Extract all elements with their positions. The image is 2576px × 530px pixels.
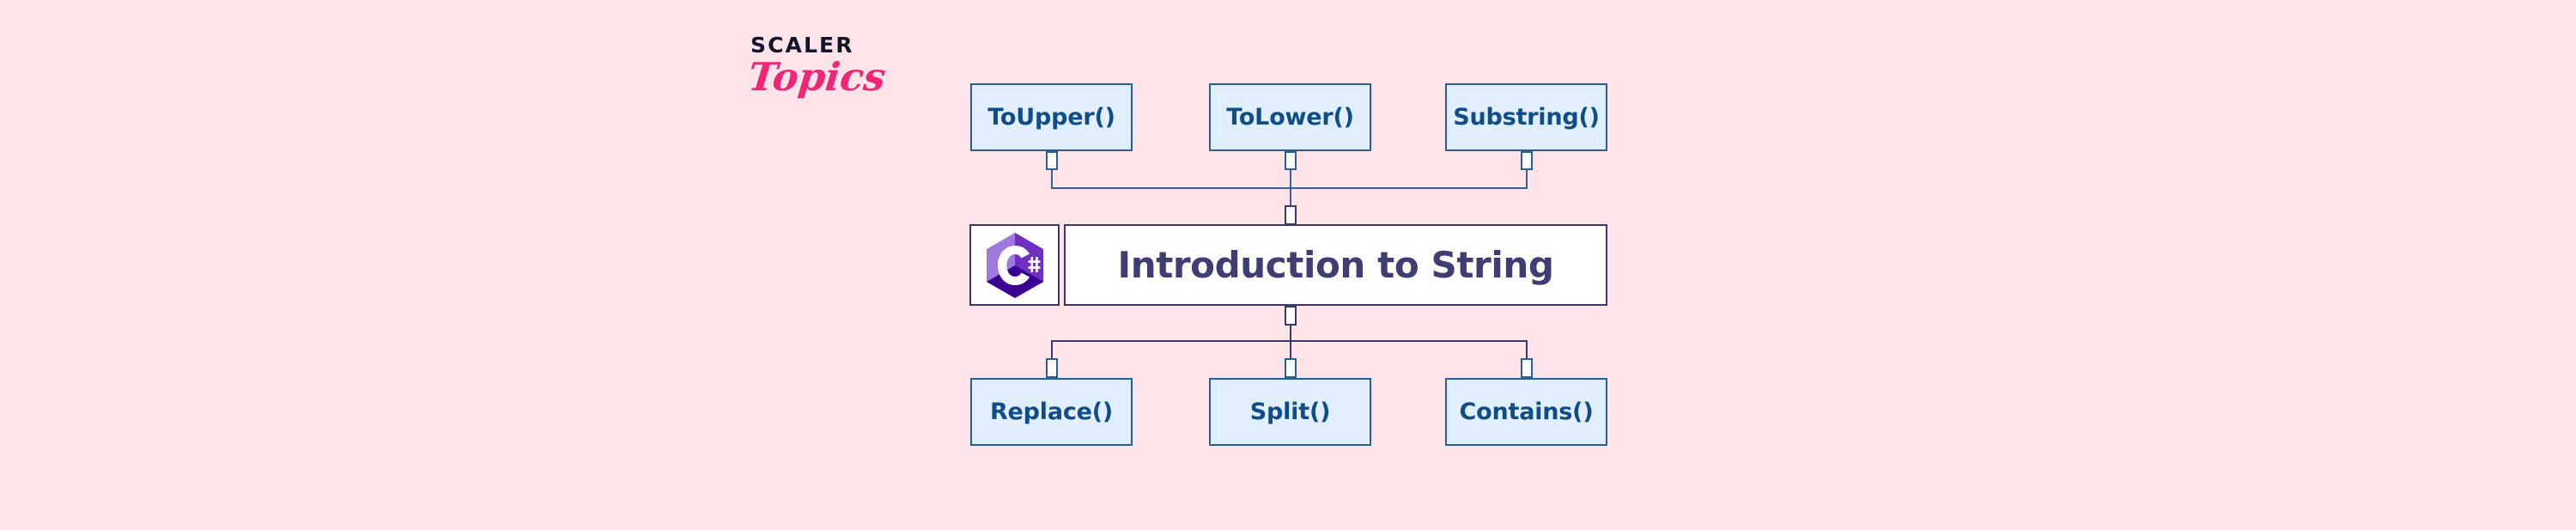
connector-bus-top <box>1051 187 1528 189</box>
connector-bus-bottom <box>1051 340 1528 342</box>
node-split-label: Split() <box>1249 399 1331 425</box>
connector-stub-replace <box>1046 358 1058 378</box>
node-split[interactable]: Split() <box>1209 378 1371 446</box>
center-title-box: Introduction to String <box>1064 224 1607 306</box>
connector-stub-center-bottom <box>1285 306 1297 326</box>
connector-drop-toupper <box>1051 169 1053 188</box>
node-toupper-label: ToUpper() <box>987 104 1115 131</box>
connector-stub-center-top <box>1285 205 1297 225</box>
page-title: Introduction to String <box>1117 244 1554 286</box>
node-replace[interactable]: Replace() <box>970 378 1133 446</box>
node-toupper[interactable]: ToUpper() <box>970 83 1133 151</box>
connector-stub-toupper <box>1046 151 1058 170</box>
brand-scaler-text: SCALER <box>750 33 854 58</box>
scaler-topics-logo: SCALER Topics <box>746 33 912 117</box>
node-replace-label: Replace() <box>989 399 1114 425</box>
csharp-logo-cell <box>969 224 1060 306</box>
csharp-logo-icon <box>986 232 1043 298</box>
connector-stub-tolower <box>1285 151 1297 170</box>
node-contains-label: Contains() <box>1459 399 1594 425</box>
node-substring[interactable]: Substring() <box>1445 83 1607 151</box>
node-tolower-label: ToLower() <box>1226 104 1354 131</box>
node-contains[interactable]: Contains() <box>1445 378 1607 446</box>
connector-drop-contains <box>1526 340 1528 359</box>
node-tolower[interactable]: ToLower() <box>1209 83 1371 151</box>
connector-drop-substring <box>1526 169 1528 188</box>
connector-drop-replace <box>1051 340 1053 359</box>
brand-topics-text: Topics <box>745 54 889 100</box>
connector-stub-substring <box>1521 151 1533 170</box>
connector-drop-center-bottom <box>1290 325 1291 371</box>
connector-stub-split <box>1285 358 1297 378</box>
connector-drop-tolower <box>1290 169 1291 216</box>
connector-stub-contains <box>1521 358 1533 378</box>
node-substring-label: Substring() <box>1453 104 1600 131</box>
